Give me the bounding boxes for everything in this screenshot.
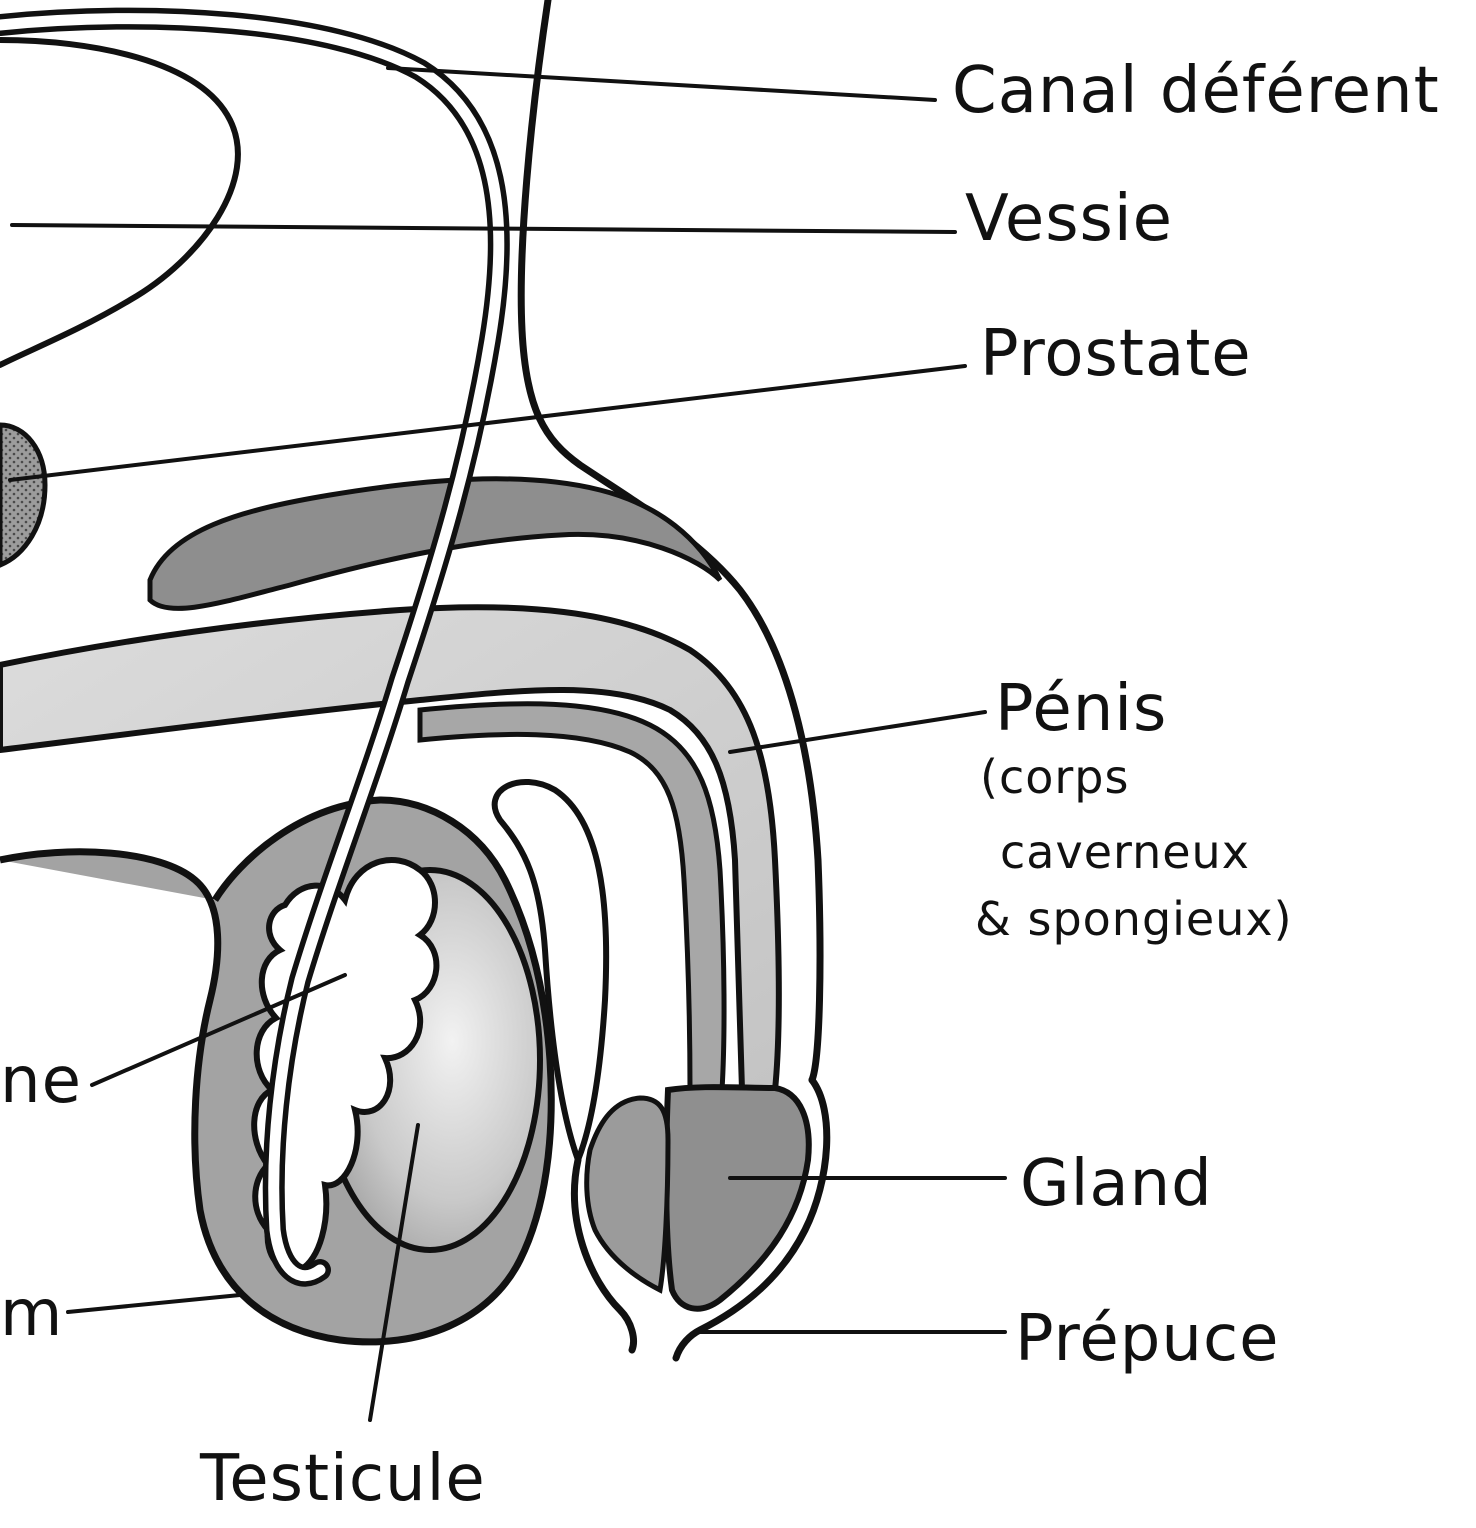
label-prostate: Prostate <box>980 317 1252 391</box>
label-prepuce: Prépuce <box>1015 1302 1280 1376</box>
label-canal-deferent: Canal déférent <box>952 54 1440 128</box>
label-penis-note-1: (corps <box>980 750 1129 804</box>
label-cut-epididyme: ne <box>0 1044 82 1118</box>
label-penis-note-3: & spongieux) <box>975 892 1293 946</box>
label-penis-note-2: caverneux <box>1000 825 1250 879</box>
label-penis: Pénis <box>995 672 1167 746</box>
label-cut-scrotum: m <box>0 1277 63 1351</box>
label-testicule: Testicule <box>199 1442 486 1516</box>
label-gland: Gland <box>1020 1147 1213 1221</box>
label-vessie: Vessie <box>965 182 1173 256</box>
